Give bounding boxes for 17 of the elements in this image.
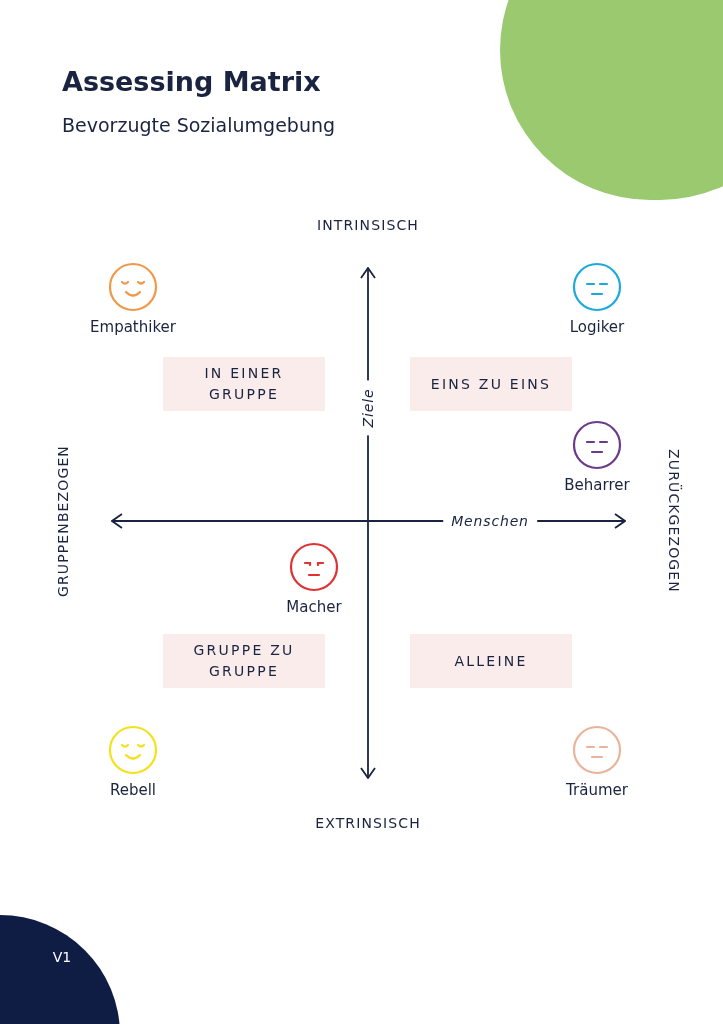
title: Assessing Matrix bbox=[62, 65, 321, 99]
type-label: Logiker bbox=[569, 318, 625, 336]
axis-label: ZURÜCKGEZOGEN bbox=[664, 449, 683, 593]
axis-label: EXTRINSISCH bbox=[315, 813, 421, 833]
quadrant-box: ALLEINE bbox=[410, 634, 572, 688]
type-label: Empathiker bbox=[90, 318, 176, 336]
axis-label: INTRINSISCH bbox=[317, 215, 419, 235]
version-label: V1 bbox=[52, 947, 72, 967]
subtitle: Bevorzugte Sozialumgebung bbox=[62, 112, 336, 138]
axis-label: GRUPPENBEZOGEN bbox=[53, 445, 72, 597]
quadrant-box: EINS ZU EINS bbox=[410, 357, 572, 411]
type-label: Beharrer bbox=[564, 476, 630, 494]
type-label: Macher bbox=[286, 598, 342, 616]
type-label: Träumer bbox=[566, 781, 628, 799]
quadrant-box: IN EINER GRUPPE bbox=[163, 357, 325, 411]
type-label: Rebell bbox=[109, 781, 157, 799]
quadrant-box: GRUPPE ZU GRUPPE bbox=[163, 634, 325, 688]
